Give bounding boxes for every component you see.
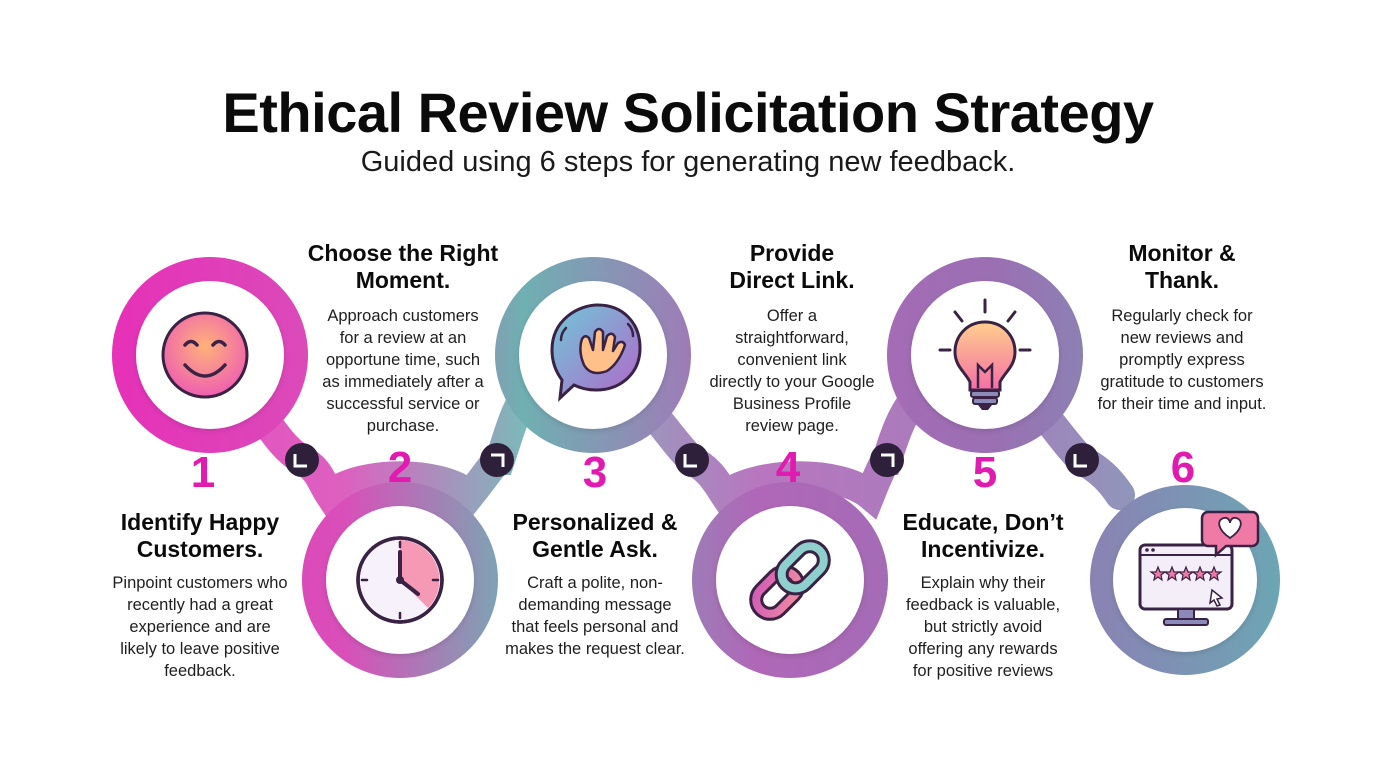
page-title: Ethical Review Solicitation Strategy [222,81,1154,144]
step-5-title: Educate, Don’t Incentivize. [902,509,1064,562]
step-1-title: Identify Happy Customers. [120,509,280,562]
step-5-number: 5 [972,448,998,497]
connector-node-2-3 [480,443,514,477]
speech-bubble-wave-icon [550,303,642,402]
step-4-title: Provide Direct Link. [729,240,855,293]
light-bulb-icon [938,298,1032,410]
connector-node-4-5 [870,443,904,477]
connector-node-5-6 [1065,443,1099,477]
connector-node-3-4 [675,443,709,477]
step-1-description: Pinpoint customers who recently had a gr… [112,574,288,680]
step-2-number: 2 [387,443,413,492]
step-1-number: 1 [190,448,216,497]
step-4-number: 4 [775,443,801,492]
step-4-description: Offer a straightforward, convenient link… [709,307,875,435]
monitor-review-heart-icon [1138,510,1260,626]
step-6-title: Monitor & Thank. [1128,240,1236,293]
step-6-number: 6 [1170,443,1196,492]
page-subtitle: Guided using 6 steps for generating new … [360,146,1016,178]
step-3-title: Personalized & Gentle Ask. [512,509,678,562]
smiley-face-icon [161,311,249,399]
chain-link-icon [749,539,831,621]
step-2-title: Choose the Right Moment. [307,240,499,293]
step-2-description: Approach customers for a review at an op… [322,307,484,435]
step-3-description: Craft a polite, non- demanding message t… [505,574,685,658]
step-3-number: 3 [582,448,608,497]
step-5-description: Explain why their feedback is valuable, … [905,574,1061,680]
clock-icon [356,536,444,624]
connector-node-1-2 [285,443,319,477]
step-6-description: Regularly check for new reviews and prom… [1097,307,1267,413]
